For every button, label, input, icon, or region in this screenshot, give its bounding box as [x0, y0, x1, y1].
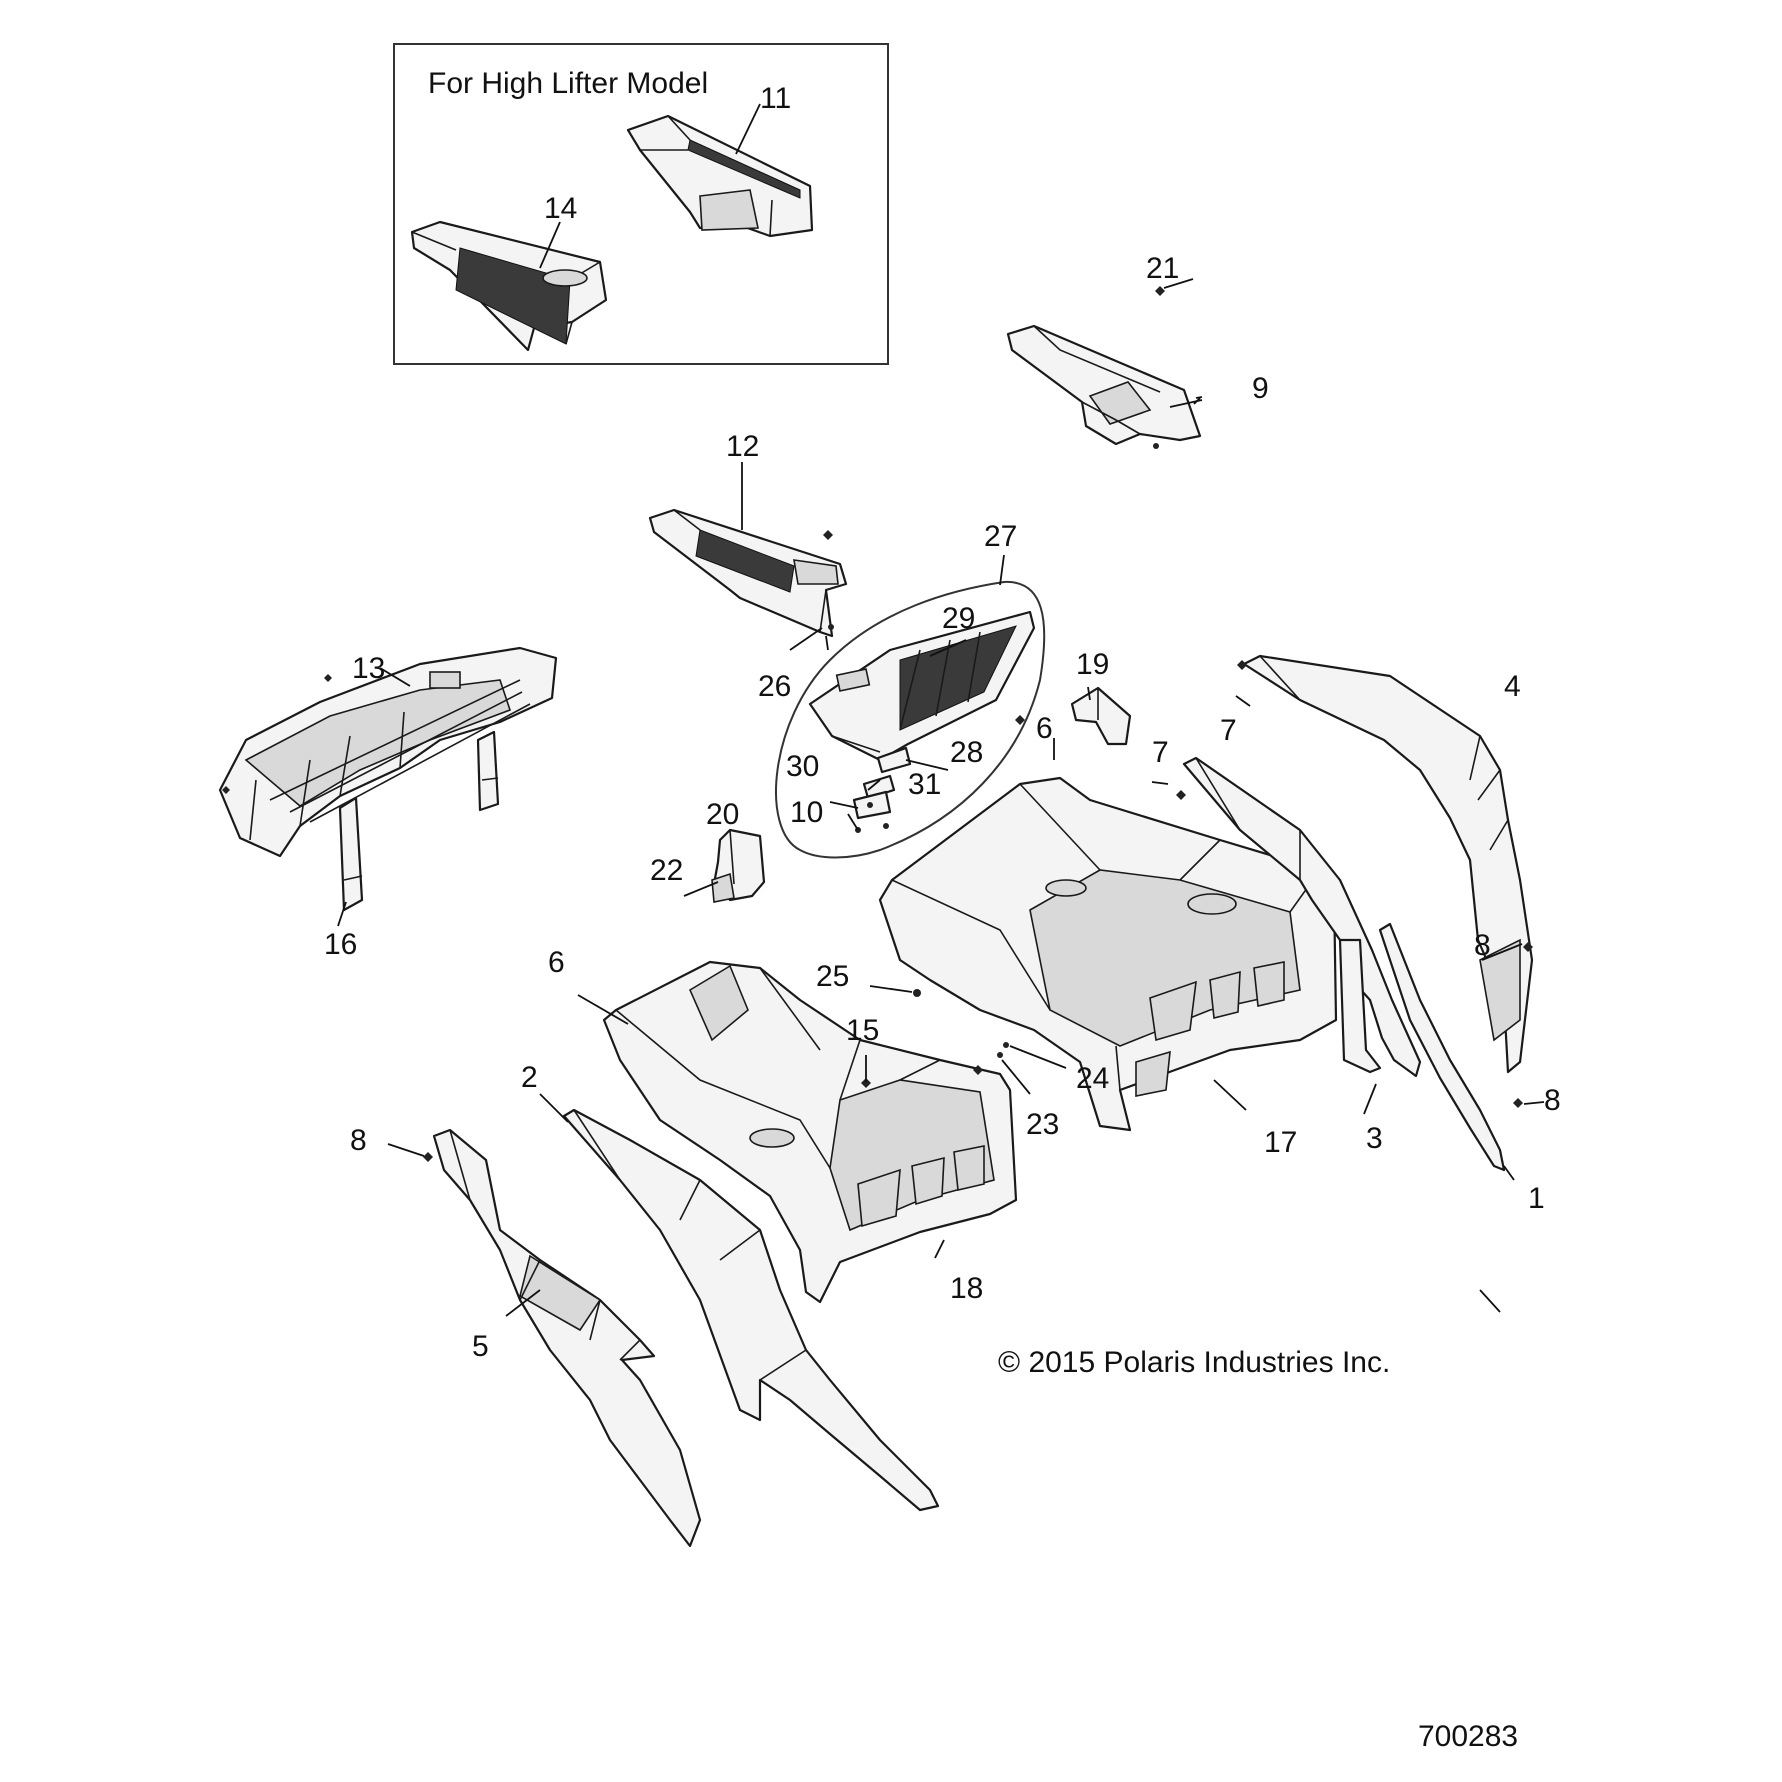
part-14-grille-panel	[410, 220, 608, 352]
callout-7b: 7	[1152, 736, 1169, 769]
callout-3: 3	[1366, 1122, 1383, 1155]
part-29-storage-lid	[808, 610, 1036, 762]
part-12-grille-panel	[648, 508, 848, 638]
part-2-side-panel	[562, 1108, 940, 1512]
part-20-bracket	[711, 828, 766, 903]
part-19-bracket	[1070, 686, 1132, 746]
callout-6b: 6	[1036, 712, 1053, 745]
diagram-number: 700283	[1418, 1720, 1518, 1753]
callout-24: 24	[1076, 1062, 1109, 1095]
part-31-latch-plate	[862, 774, 896, 800]
callout-31: 31	[908, 768, 941, 801]
callout-12: 12	[726, 430, 759, 463]
callout-28: 28	[950, 736, 983, 769]
part-17-storage-tub	[878, 776, 1338, 1132]
inset-frame	[393, 43, 889, 365]
callout-25: 25	[816, 960, 849, 993]
callout-11: 11	[760, 82, 791, 115]
callout-4: 4	[1504, 670, 1521, 703]
callout-8a: 8	[350, 1124, 367, 1157]
callout-9: 9	[1252, 372, 1269, 405]
callout-21: 21	[1146, 252, 1179, 285]
callout-18: 18	[950, 1272, 983, 1305]
callout-13: 13	[352, 652, 385, 685]
high-lifter-inset: For High Lifter Model	[393, 43, 889, 365]
copyright-text: © 2015 Polaris Industries Inc.	[998, 1346, 1390, 1379]
callout-8c: 8	[1544, 1084, 1561, 1117]
callout-26: 26	[758, 670, 791, 703]
part-9-hood-panel	[1006, 286, 1202, 449]
callout-14: 14	[544, 192, 577, 225]
part-5-side-panel	[432, 1128, 702, 1548]
callout-29: 29	[942, 602, 975, 635]
kit-outline	[775, 580, 1046, 859]
callouts: 1 2 3 4 5 6 6 7 7 8 8 8 9 10 11 12 13 14…	[324, 82, 1561, 1363]
callout-19: 19	[1076, 648, 1109, 681]
part-16-bracket	[338, 730, 500, 912]
callout-5: 5	[472, 1330, 489, 1363]
callout-10: 10	[790, 796, 823, 829]
callout-2: 2	[521, 1061, 538, 1094]
callout-23: 23	[1026, 1108, 1059, 1141]
part-27-storage-kit	[775, 580, 1046, 859]
callout-16: 16	[324, 928, 357, 961]
callout-1: 1	[1528, 1182, 1545, 1215]
callout-22: 22	[650, 854, 683, 887]
callout-20: 20	[706, 798, 739, 831]
part-28-latch	[876, 746, 912, 774]
callout-6a: 6	[548, 946, 565, 979]
part-4-side-panel	[1242, 654, 1534, 1074]
part-30-catch	[852, 790, 892, 820]
leader-lines	[337, 103, 1545, 1317]
part-18-storage-tub	[602, 960, 1018, 1304]
fastener-6-upper	[1015, 715, 1025, 725]
inset-title: For High Lifter Model	[428, 67, 708, 100]
fasteners	[423, 660, 1533, 1162]
part-1-side-panel	[1378, 922, 1506, 1172]
callout-15: 15	[846, 1014, 879, 1047]
callout-27: 27	[984, 520, 1017, 553]
callout-30: 30	[786, 750, 819, 783]
callout-7a: 7	[1220, 714, 1237, 747]
callout-17: 17	[1264, 1126, 1297, 1159]
part-11-hood-panel	[626, 114, 814, 238]
part-3-side-panel	[1182, 756, 1422, 1078]
callout-8b: 8	[1474, 929, 1491, 962]
part-13-console	[218, 646, 558, 858]
